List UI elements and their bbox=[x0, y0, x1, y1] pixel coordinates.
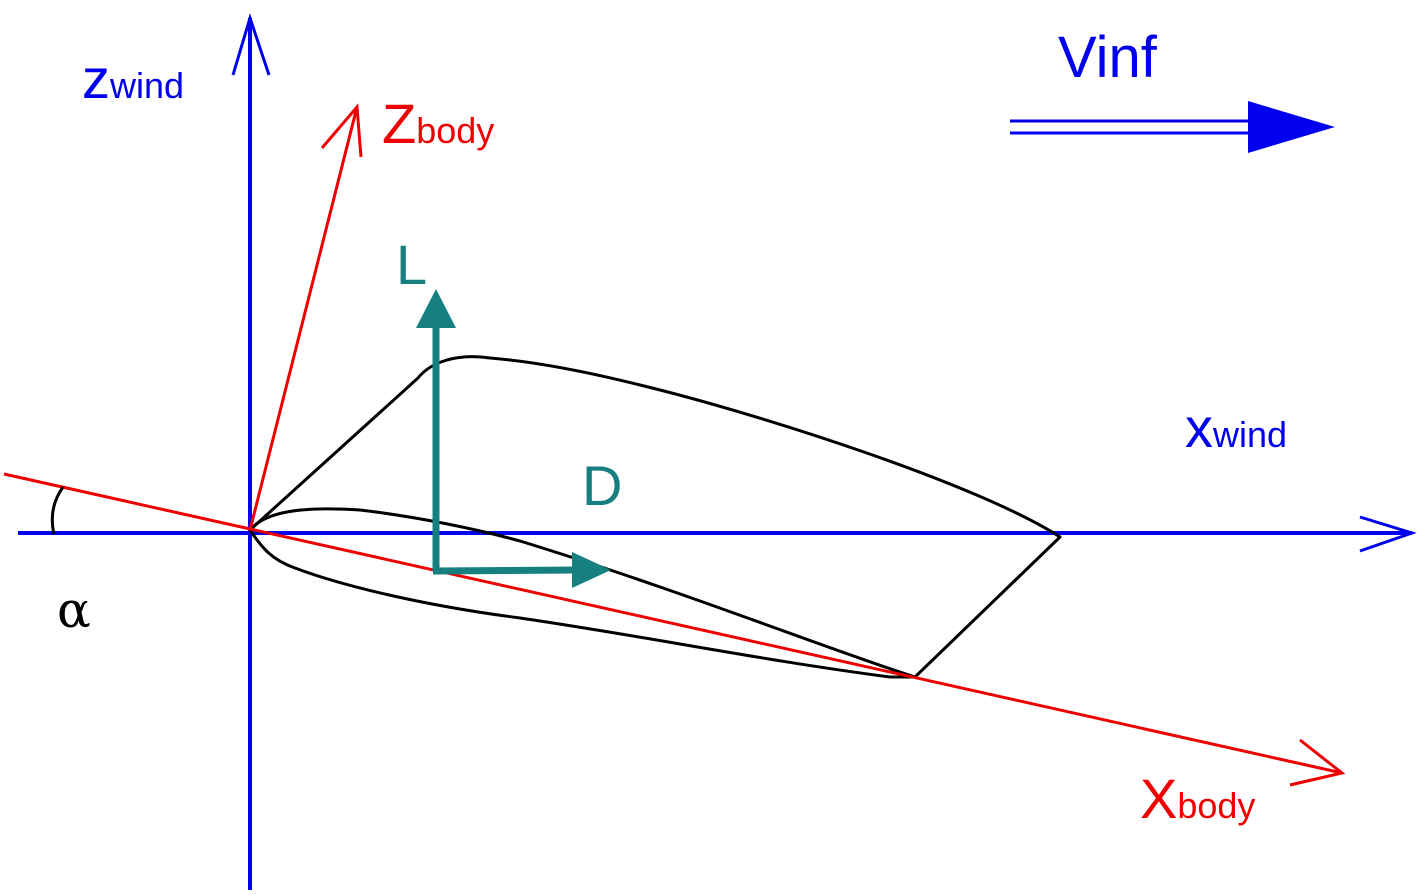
airfoil-upper-outline bbox=[248, 355, 1062, 679]
vinf-arrow bbox=[1010, 101, 1335, 153]
airfoil-bottom-outline bbox=[248, 529, 915, 679]
x-body-axis bbox=[3, 472, 1343, 775]
lift-label: L bbox=[396, 233, 427, 296]
z-wind-main: z bbox=[82, 47, 110, 110]
drag-arrowhead bbox=[572, 552, 611, 588]
x-wind-label: xwind bbox=[1185, 396, 1287, 459]
x-body-main: X bbox=[1140, 767, 1177, 830]
z-body-arrowhead bbox=[320, 103, 363, 158]
x-wind-arrowhead bbox=[1359, 515, 1417, 553]
z-body-subscript: body bbox=[416, 110, 494, 151]
lift-drag-corner bbox=[432, 566, 576, 575]
alpha-label: α bbox=[57, 581, 91, 639]
z-wind-arrowhead bbox=[231, 13, 271, 76]
vinf-label: Vinf bbox=[1058, 25, 1158, 90]
x-wind-subscript: wind bbox=[1212, 414, 1287, 455]
z-body-axis bbox=[248, 106, 359, 531]
z-body-label: Zbody bbox=[382, 92, 494, 155]
x-wind-main: x bbox=[1185, 396, 1213, 459]
body-axes bbox=[3, 103, 1346, 787]
vinf-arrowhead bbox=[1248, 101, 1335, 153]
force-vectors bbox=[416, 289, 611, 588]
x-body-label: Xbody bbox=[1140, 767, 1255, 830]
x-body-subscript: body bbox=[1177, 785, 1255, 826]
z-body-main: Z bbox=[382, 92, 416, 155]
drag-label: D bbox=[582, 454, 622, 517]
z-wind-label: zwind bbox=[82, 47, 184, 110]
lift-arrowhead bbox=[416, 289, 456, 328]
alpha-arc bbox=[50, 486, 65, 535]
z-wind-subscript: wind bbox=[109, 65, 184, 106]
x-body-arrowhead bbox=[1289, 738, 1346, 787]
airfoil-lower-outline bbox=[248, 507, 916, 679]
